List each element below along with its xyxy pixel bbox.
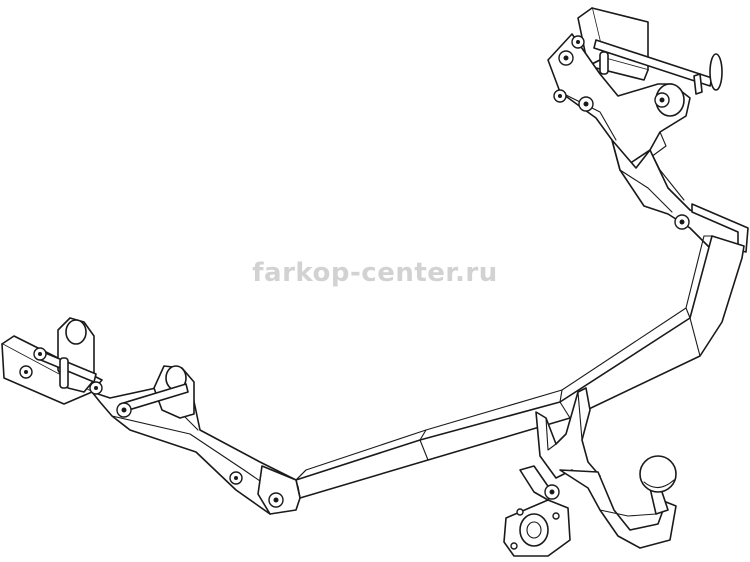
nut-right-ear [654,92,670,108]
nut-left-plate-1 [19,365,33,379]
main-cross-beam [295,235,745,499]
fasteners [19,35,690,508]
nut-left-arm-3 [268,492,284,508]
nut-right-top-3 [553,89,567,103]
nut-left-plate-3 [89,381,103,395]
right-mounting-bracket [547,7,723,171]
nut-hitch [544,484,560,500]
tow-hitch-assembly [503,387,677,557]
left-side-arm [91,365,301,515]
nut-right-top-4 [578,96,594,112]
nut-left-arm-1 [116,402,132,418]
nut-right-top-2 [571,35,585,49]
nut-right-arm [674,214,690,230]
nut-left-arm-2 [229,471,243,485]
nut-right-top-1 [558,50,574,66]
nut-left-plate-2 [33,347,47,361]
left-mounting-bracket [1,317,103,405]
